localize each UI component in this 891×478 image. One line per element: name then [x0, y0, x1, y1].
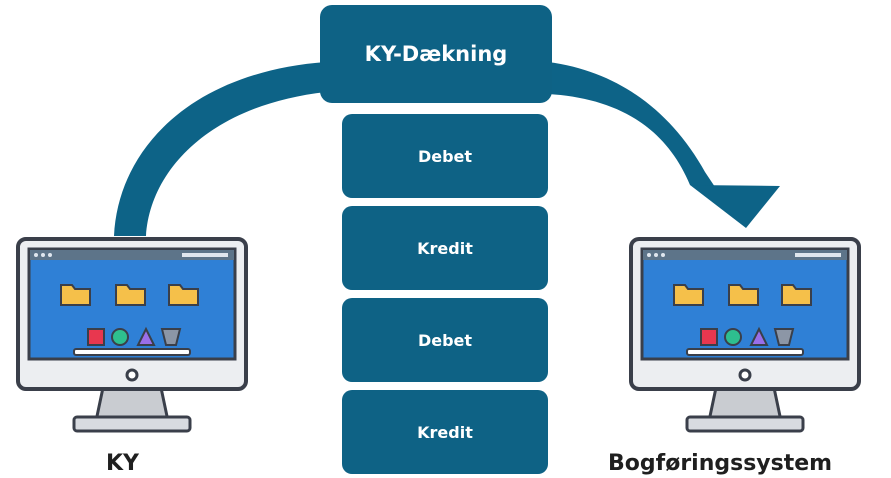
- step-kredit-1: Kredit: [342, 206, 548, 290]
- header-label: KY-Dækning: [364, 42, 508, 66]
- desktop-computer-icon: [16, 237, 248, 433]
- target-system-label: Bogføringssystem: [608, 451, 833, 476]
- step-label: Kredit: [417, 422, 473, 442]
- step-label: Debet: [417, 146, 473, 166]
- step-label: Kredit: [417, 238, 473, 258]
- desktop-computer-icon: [629, 237, 861, 433]
- step-debet-2: Debet: [342, 298, 548, 382]
- step-label: Debet: [417, 330, 473, 350]
- flow-arrow-left: [114, 62, 326, 236]
- source-system-label: KY: [106, 451, 139, 476]
- arrowhead-icon: [690, 185, 780, 228]
- ky-daekning-header: KY-Dækning: [320, 5, 552, 103]
- step-kredit-2: Kredit: [342, 390, 548, 474]
- flow-arrow-right: [548, 62, 717, 190]
- step-debet-1: Debet: [342, 114, 548, 198]
